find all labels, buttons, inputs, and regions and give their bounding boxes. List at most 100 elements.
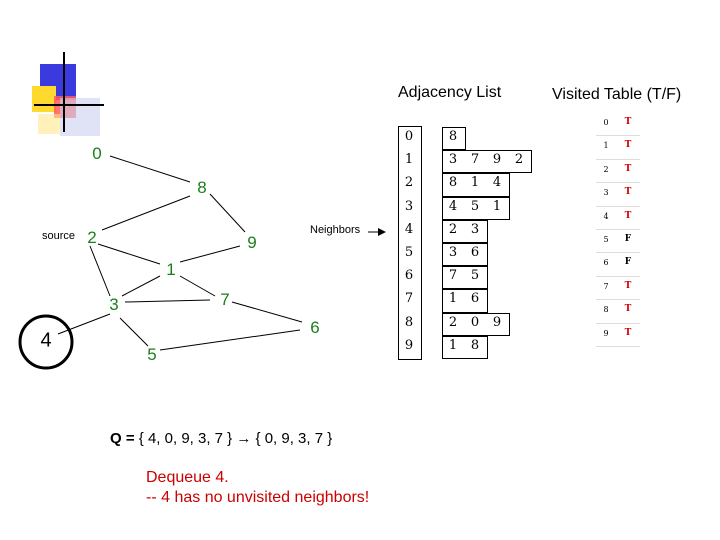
node-1: 1 bbox=[166, 260, 176, 279]
node-6: 6 bbox=[310, 318, 320, 337]
adjacency-list-title: Adjacency List bbox=[398, 84, 502, 101]
adjacency-neighbor: 4 bbox=[492, 175, 502, 191]
adjacency-neighbor: 8 bbox=[470, 337, 480, 353]
adjacency-index-column bbox=[398, 126, 422, 360]
queue-text: { 4, 0, 9, 3, 7 } → { 0, 9, 3, 7 } bbox=[138, 430, 333, 447]
adjacency-neighbor-row bbox=[442, 150, 532, 174]
visited-index: 2 bbox=[603, 164, 609, 174]
visited-value: T bbox=[624, 210, 632, 221]
edge-5-6 bbox=[159, 329, 301, 351]
visited-value: T bbox=[624, 327, 632, 338]
adjacency-neighbor: 3 bbox=[448, 245, 458, 260]
adjacency-neighbor: 6 bbox=[470, 291, 480, 307]
visited-row-border bbox=[596, 299, 640, 324]
adjacency-neighbor: 1 bbox=[448, 291, 458, 307]
adjacency-neighbor: 4 bbox=[448, 198, 458, 214]
visited-row-border bbox=[596, 206, 640, 230]
node-4: 4 bbox=[40, 329, 52, 352]
edge-0-8 bbox=[109, 155, 191, 183]
adjacency-index: 7 bbox=[404, 291, 414, 307]
current-node-highlight bbox=[18, 314, 74, 370]
visited-value: F bbox=[624, 234, 632, 244]
adjacency-neighbor: 5 bbox=[470, 268, 480, 284]
adjacency-neighbor: 8 bbox=[448, 129, 458, 144]
visited-value: F bbox=[624, 257, 632, 268]
node-5: 5 bbox=[147, 345, 157, 364]
adjacency-neighbor-row bbox=[442, 266, 488, 290]
visited-value: T bbox=[624, 140, 632, 151]
visited-row-border bbox=[596, 112, 640, 137]
adjacency-index: 5 bbox=[404, 245, 414, 260]
adjacency-neighbor-row bbox=[442, 173, 510, 197]
visited-index: 3 bbox=[603, 188, 609, 198]
adjacency-index: 4 bbox=[404, 221, 414, 237]
adjacency-index: 0 bbox=[404, 129, 414, 144]
node-0: 0 bbox=[92, 144, 102, 163]
edge-1-3 bbox=[121, 275, 161, 297]
visited-value: T bbox=[624, 187, 632, 198]
adjacency-neighbor-row bbox=[442, 127, 466, 151]
edge-1-7 bbox=[179, 275, 216, 297]
adjacency-neighbor: 2 bbox=[448, 221, 458, 237]
node-2: 2 bbox=[87, 228, 97, 247]
edge-7-6 bbox=[231, 301, 303, 323]
adjacency-index: 2 bbox=[404, 175, 414, 191]
visited-row-border bbox=[596, 276, 640, 301]
adjacency-neighbor-row bbox=[442, 312, 510, 336]
adjacency-neighbor: 5 bbox=[470, 198, 480, 214]
adjacency-neighbor: 1 bbox=[448, 337, 458, 353]
adjacency-index: 6 bbox=[404, 268, 414, 284]
node-8: 8 bbox=[197, 178, 207, 197]
visited-value: T bbox=[624, 304, 632, 315]
adjacency-neighbor: 7 bbox=[448, 268, 458, 284]
adjacency-neighbor: 7 bbox=[470, 152, 480, 168]
visited-value: T bbox=[624, 117, 632, 127]
visited-value: T bbox=[624, 163, 632, 174]
visited-row-border bbox=[596, 252, 640, 277]
adjacency-neighbor-row bbox=[442, 289, 488, 313]
neighbors-label: Neighbors bbox=[310, 224, 361, 236]
adjacency-neighbor: 9 bbox=[492, 152, 502, 168]
visited-row-border bbox=[596, 323, 640, 347]
adjacency-neighbor: 1 bbox=[492, 198, 502, 214]
visited-row-border bbox=[596, 182, 640, 207]
visited-value: T bbox=[624, 280, 632, 291]
edge-2-3 bbox=[89, 245, 111, 297]
edge-8-2 bbox=[101, 195, 191, 231]
adjacency-neighbor: 6 bbox=[470, 245, 480, 260]
queue-label: Q = bbox=[110, 430, 135, 447]
adjacency-index: 3 bbox=[404, 198, 414, 214]
dequeue-line-1: Dequeue 4. bbox=[146, 469, 229, 486]
node-3: 3 bbox=[109, 295, 119, 314]
queue-line: Q = { 4, 0, 9, 3, 7 } → { 0, 9, 3, 7 } bbox=[110, 430, 332, 447]
visited-row-border bbox=[596, 159, 640, 184]
visited-table-title: Visited Table (T/F) bbox=[552, 86, 682, 103]
visited-index: 8 bbox=[603, 305, 609, 315]
node-7: 7 bbox=[220, 290, 230, 309]
visited-row-border bbox=[596, 229, 640, 254]
adjacency-neighbor: 1 bbox=[470, 175, 480, 191]
visited-index: 0 bbox=[603, 118, 609, 127]
visited-index: 7 bbox=[603, 281, 609, 291]
neighbors-arrow-head bbox=[378, 228, 386, 236]
adjacency-neighbor: 8 bbox=[448, 175, 458, 191]
dequeue-message: Dequeue 4. -- 4 has no unvisited neighbo… bbox=[146, 468, 369, 508]
edge-3-5 bbox=[119, 317, 149, 347]
visited-row-border bbox=[596, 135, 640, 160]
adjacency-neighbor-row bbox=[442, 196, 510, 220]
adjacency-neighbor: 2 bbox=[448, 314, 458, 330]
adjacency-neighbor: 9 bbox=[492, 314, 502, 330]
adjacency-neighbor: 3 bbox=[448, 152, 458, 168]
node-9: 9 bbox=[247, 233, 257, 252]
visited-index: 9 bbox=[603, 328, 609, 338]
visited-index: 6 bbox=[603, 258, 609, 268]
adjacency-neighbor: 0 bbox=[470, 314, 480, 330]
edge-3-4 bbox=[57, 313, 111, 335]
edge-2-1 bbox=[97, 243, 161, 265]
adjacency-neighbor-row bbox=[442, 219, 488, 243]
dequeue-line-2: -- 4 has no unvisited neighbors! bbox=[146, 489, 370, 506]
visited-index: 4 bbox=[603, 211, 609, 221]
adjacency-index: 9 bbox=[404, 337, 414, 353]
edge-3-7 bbox=[124, 299, 211, 303]
